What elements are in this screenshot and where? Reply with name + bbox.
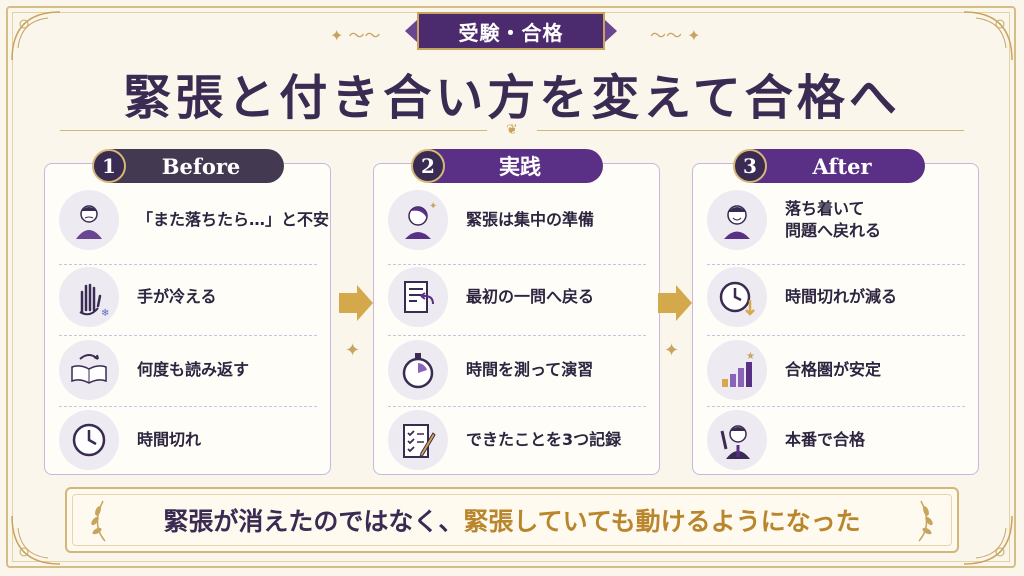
item-label: 時間切れ: [137, 430, 202, 450]
category-tag: 受験・合格: [405, 12, 617, 50]
smiling-person-icon: [707, 190, 767, 250]
item-label: 最初の一問へ戻る: [466, 287, 595, 307]
list-item: ✦ 緊張は集中の準備: [374, 184, 661, 256]
conclusion-banner: 緊張が消えたのではなく、緊張していても動けるようになった: [65, 487, 959, 553]
list-item: 最初の一問へ戻る: [374, 261, 661, 333]
item-label: 合格圏が安定: [785, 360, 882, 380]
document-return-icon: [388, 267, 448, 327]
panel-header-after: 3 After: [733, 149, 925, 183]
checklist-pencil-icon: [388, 410, 448, 470]
panel-header-before: 1 Before: [92, 149, 284, 183]
sparkle-icon: ✦: [664, 340, 680, 361]
clock-down-arrow-icon: [707, 267, 767, 327]
item-label: 落ち着いて 問題へ戻れる: [785, 198, 881, 241]
panel-before: 「また落ちたら…」と不安 ❄ 手が冷える 何度も読み返す 時間切れ: [44, 163, 331, 475]
corner-ornament-icon: [960, 8, 1016, 64]
item-label: できたことを3つ記録: [466, 430, 622, 450]
step-number: 2: [411, 149, 445, 183]
svg-text:❄: ❄: [101, 308, 109, 318]
list-item: 時間切れが減る: [693, 261, 980, 333]
list-item: 本番で合格: [693, 404, 980, 476]
item-divider: [388, 406, 646, 407]
list-item: 落ち着いて 問題へ戻れる: [693, 184, 980, 256]
list-item: ❄ 手が冷える: [45, 261, 332, 333]
item-label: 手が冷える: [137, 287, 217, 307]
item-divider: [388, 264, 646, 265]
banner-inner-border: [72, 494, 952, 546]
clock-icon: [59, 410, 119, 470]
worried-person-icon: [59, 190, 119, 250]
open-book-reread-icon: [59, 340, 119, 400]
item-divider: [59, 264, 317, 265]
item-label-line2: 問題へ戻れる: [785, 221, 882, 240]
item-label: 時間を測って演習: [466, 360, 594, 380]
panel-after: 落ち着いて 問題へ戻れる 時間切れが減る ★ 合格圏が安定 本番で合格: [692, 163, 979, 475]
item-label: 何度も読み返す: [137, 360, 250, 380]
list-item: ★ 合格圏が安定: [693, 334, 980, 406]
item-label: 緊張は集中の準備: [466, 210, 595, 230]
corner-ornament-icon: [960, 512, 1016, 568]
item-divider: [59, 335, 317, 336]
rising-bars-icon: ★: [707, 340, 767, 400]
list-item: 「また落ちたら…」と不安: [45, 184, 332, 256]
panel-practice: ✦ 緊張は集中の準備 最初の一問へ戻る 時間を測って演習 できたことを3つ記録: [373, 163, 660, 475]
stopwatch-icon: [388, 340, 448, 400]
divider-ornament-icon: ❦: [487, 121, 537, 139]
calm-person-icon: ✦: [388, 190, 448, 250]
arrow-right-icon: [658, 285, 692, 321]
step-label: 実践: [499, 154, 541, 179]
list-item: できたことを3つ記録: [374, 404, 661, 476]
item-divider: [707, 264, 965, 265]
step-label: After: [812, 153, 872, 179]
svg-text:✦: ✦: [429, 201, 437, 212]
step-label: Before: [161, 153, 241, 179]
panel-header-practice: 2 実践: [411, 149, 603, 183]
flourish-right-icon: ～～ ✦: [650, 26, 701, 45]
item-label: 本番で合格: [785, 430, 866, 450]
item-divider: [59, 406, 317, 407]
item-divider: [707, 335, 965, 336]
step-number: 3: [733, 149, 767, 183]
item-label: 時間切れが減る: [785, 287, 898, 307]
cold-hand-icon: ❄: [59, 267, 119, 327]
flourish-left-icon: ✦ ～～: [330, 26, 381, 45]
item-label: 「また落ちたら…」と不安: [137, 210, 330, 230]
svg-text:★: ★: [746, 351, 755, 362]
banner-text-part2: 緊張していても動けるようになった: [463, 507, 861, 536]
list-item: 時間切れ: [45, 404, 332, 476]
item-divider: [707, 406, 965, 407]
list-item: 何度も読み返す: [45, 334, 332, 406]
laurel-left-icon: [91, 500, 106, 542]
laurel-right-icon: [918, 500, 933, 542]
corner-ornament-icon: [8, 512, 64, 568]
arrow-right-icon: [339, 285, 373, 321]
step-number: 1: [92, 149, 126, 183]
outer-frame: [6, 6, 1016, 568]
item-label-line1: 落ち着いて: [785, 199, 865, 219]
list-item: 時間を測って演習: [374, 334, 661, 406]
page-title: 緊張と付き合い方を変えて合格へ: [123, 70, 901, 126]
item-divider: [388, 335, 646, 336]
corner-ornament-icon: [8, 8, 64, 64]
sparkle-icon: ✦: [345, 340, 361, 361]
success-person-icon: [707, 410, 767, 470]
banner-text-part1: 緊張が消えたのではなく、: [163, 507, 464, 536]
